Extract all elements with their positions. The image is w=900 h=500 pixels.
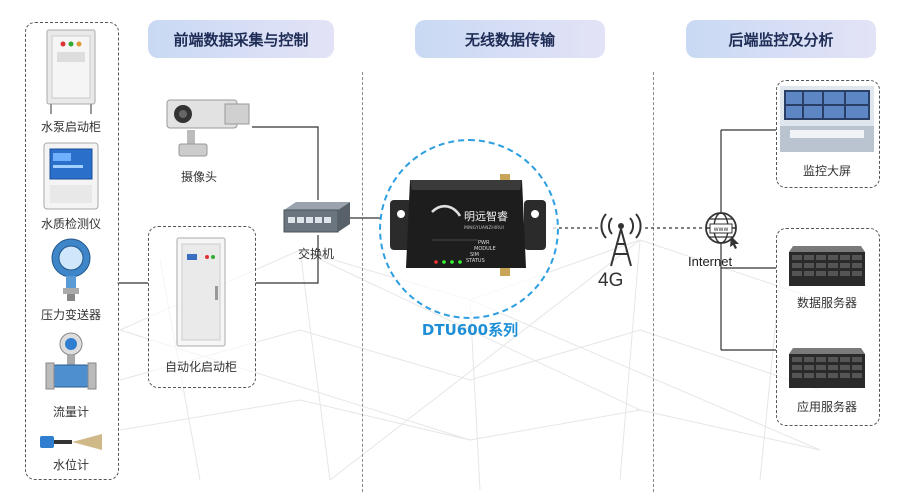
flow-label: 流量计 xyxy=(52,405,89,419)
server-icon xyxy=(789,246,865,286)
divider-right xyxy=(653,72,654,492)
camera-icon xyxy=(166,99,250,157)
dtu-brand: 明远智睿 xyxy=(464,209,508,223)
header-front: 前端数据采集与控制 xyxy=(148,20,334,58)
level-label: 水位计 xyxy=(52,458,89,472)
monitor-label: 监控大屏 xyxy=(802,164,851,178)
header-wireless-label: 无线数据传输 xyxy=(464,30,555,49)
pressure-label: 压力变送器 xyxy=(40,308,101,322)
app-server-label: 应用服务器 xyxy=(796,400,857,414)
water-quality-icon xyxy=(43,142,99,210)
pump-cabinet-icon xyxy=(46,29,96,114)
dtu-led-label-status: STATUS xyxy=(466,258,485,264)
camera-label: 摄像头 xyxy=(180,170,217,184)
auto-cabinet-icon xyxy=(176,237,226,347)
dtu-led-label-pwr: PWR xyxy=(478,240,490,246)
dtu-series-label: DTU600系列 xyxy=(421,321,519,339)
dtu-led-label-sim: SIM xyxy=(470,252,479,258)
water-quality-label: 水质检测仪 xyxy=(40,217,101,231)
header-backend-label: 后端监控及分析 xyxy=(728,30,834,49)
header-front-label: 前端数据采集与控制 xyxy=(173,30,309,49)
antenna-icon xyxy=(600,213,642,267)
data-server-label: 数据服务器 xyxy=(796,296,857,310)
internet-label: Internet xyxy=(688,254,733,269)
switch-label: 交换机 xyxy=(297,247,334,261)
switch-icon xyxy=(283,202,350,233)
flowmeter-icon xyxy=(45,332,97,390)
svg-text:www: www xyxy=(714,226,729,233)
cellular-label: 4G xyxy=(598,270,624,291)
header-backend: 后端监控及分析 xyxy=(686,20,876,58)
monitor-screen-icon xyxy=(780,86,874,152)
dtu-device-icon: 明远智睿 MINGYUANZHIRUI PWR MODULE SIM STATU… xyxy=(390,174,546,276)
dtu-brand-sub: MINGYUANZHIRUI xyxy=(464,225,504,231)
globe-icon: www xyxy=(705,212,739,249)
pressure-transmitter-icon xyxy=(51,238,91,301)
header-wireless: 无线数据传输 xyxy=(415,20,605,58)
auto-cabinet-label: 自动化启动柜 xyxy=(164,360,237,374)
dtu-led-label-module: MODULE xyxy=(474,246,496,252)
water-level-icon xyxy=(40,434,102,450)
server-icon xyxy=(789,348,865,388)
divider-left xyxy=(362,72,363,492)
pump-cabinet-label: 水泵启动柜 xyxy=(40,120,101,134)
